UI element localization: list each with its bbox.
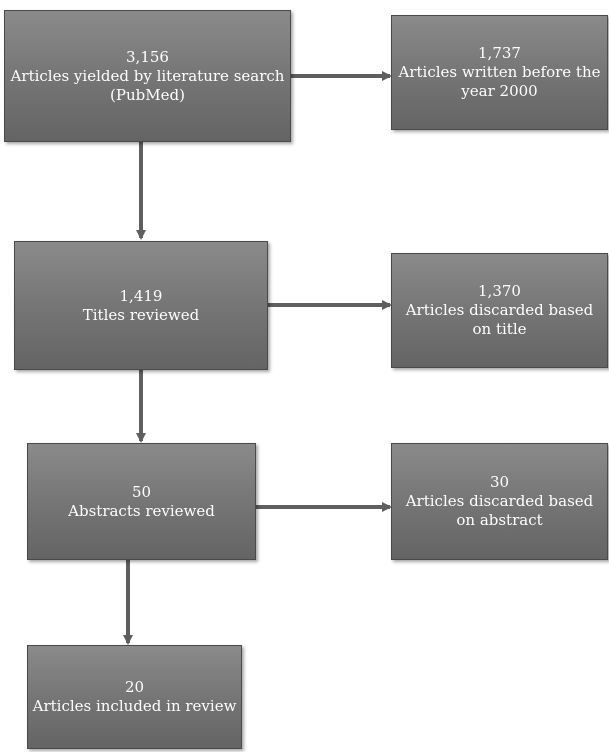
box-abstract-discarded: 30 Articles discarded based on abstract: [391, 443, 608, 560]
abstract-disc-count: 30: [489, 473, 510, 491]
before2000-label-2: year 2000: [461, 82, 538, 100]
search-label-source: (PubMed): [110, 85, 185, 104]
box-before-2000: 1,737 Articles written before the year 2…: [391, 15, 608, 130]
search-count: 3,156: [126, 47, 169, 66]
box-abstracts-reviewed: 50 Abstracts reviewed: [27, 443, 256, 560]
included-label: Articles included in review: [32, 697, 237, 715]
abstract-disc-label: Articles discarded based: [405, 492, 594, 510]
abstracts-label: Abstracts reviewed: [68, 501, 215, 520]
included-count: 20: [124, 678, 145, 696]
box-titles-reviewed: 1,419 Titles reviewed: [14, 241, 268, 370]
before2000-label: Articles written before the: [398, 63, 601, 81]
box-included: 20 Articles included in review: [27, 645, 242, 749]
titles-count: 1,419: [119, 286, 163, 305]
title-disc-count: 1,370: [478, 282, 521, 300]
before2000-count: 1,737: [478, 44, 521, 62]
abstracts-count: 50: [131, 482, 152, 501]
box-title-discarded: 1,370 Articles discarded based on title: [391, 253, 608, 368]
box-search-results: 3,156 Articles yielded by literature sea…: [4, 10, 291, 142]
title-disc-label-2: on title: [472, 320, 527, 338]
titles-label: Titles reviewed: [82, 305, 200, 324]
abstract-disc-label-2: on abstract: [456, 511, 543, 529]
title-disc-label: Articles discarded based: [405, 301, 594, 319]
search-label: Articles yielded by literature search: [10, 66, 285, 85]
